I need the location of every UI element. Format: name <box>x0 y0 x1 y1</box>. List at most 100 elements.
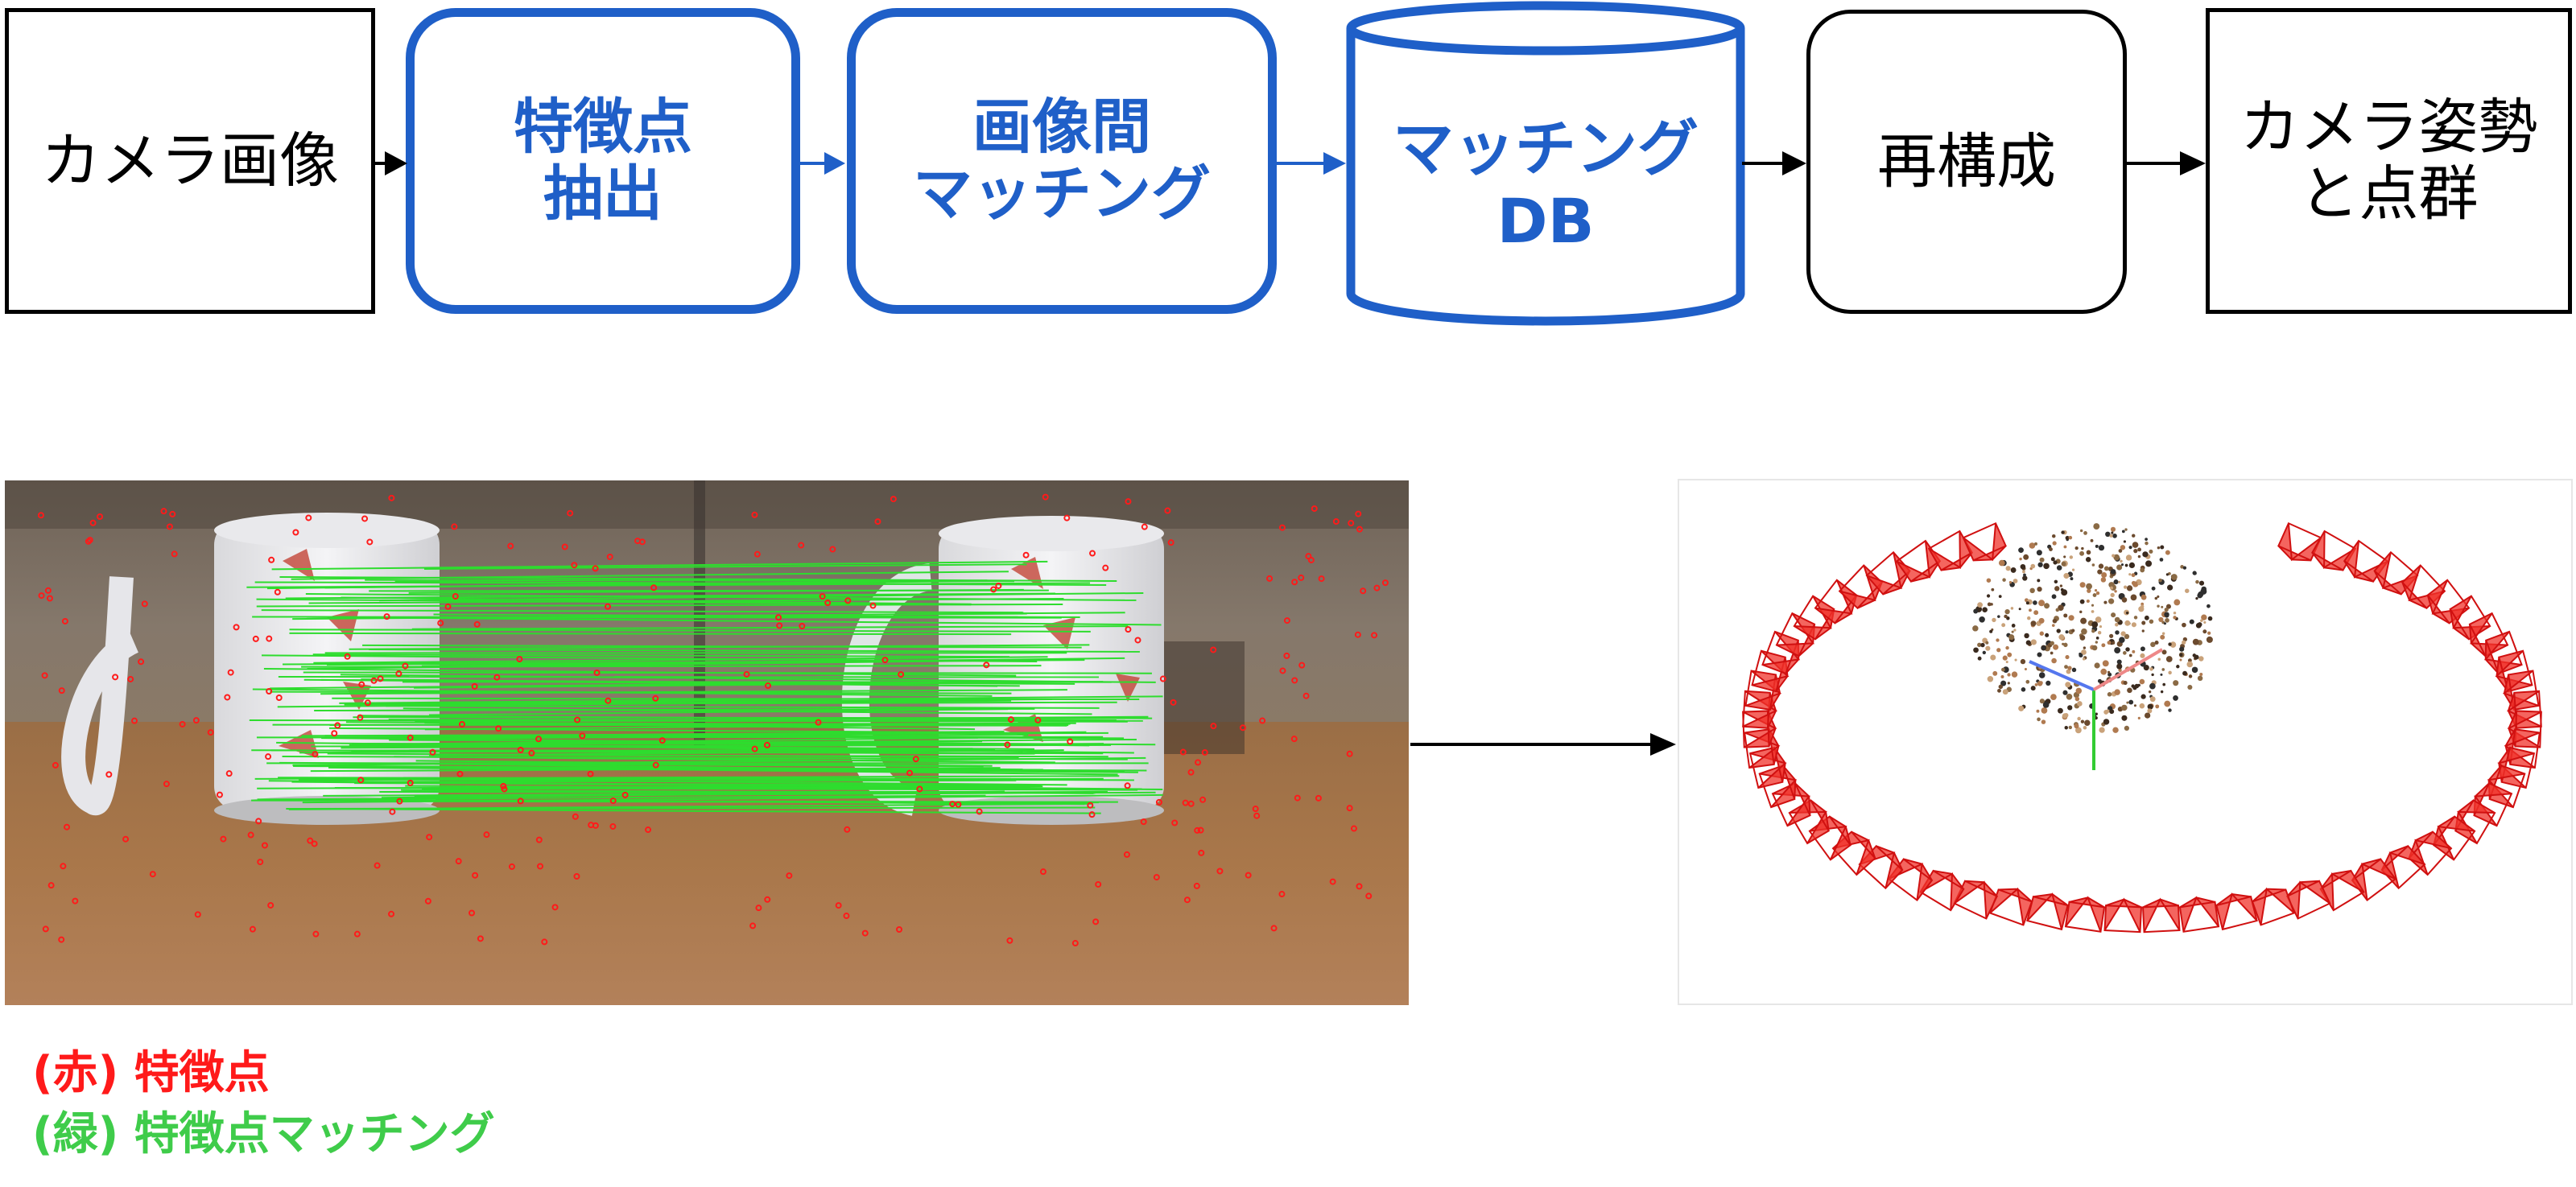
feature-point <box>579 732 586 740</box>
feature-point <box>1329 878 1336 885</box>
cloud-point <box>2079 729 2082 732</box>
cloud-point <box>2130 594 2137 601</box>
feature-point <box>1348 520 1355 527</box>
match-line <box>268 780 1030 789</box>
cloud-point <box>2185 588 2190 593</box>
cloud-point <box>2203 620 2207 624</box>
feature-point <box>292 529 299 536</box>
cloud-point <box>2037 587 2042 592</box>
cloud-point <box>2112 554 2116 558</box>
match-line <box>357 715 1117 721</box>
cloud-point <box>2030 563 2036 569</box>
cloud-point <box>2081 649 2087 655</box>
cloud-point <box>2030 639 2037 645</box>
cloud-point <box>2092 593 2097 597</box>
feature-point <box>388 910 395 917</box>
feature-point <box>72 897 79 905</box>
cloud-point <box>1985 645 1991 651</box>
feature-point <box>1087 802 1094 809</box>
feature-point <box>1318 575 1325 583</box>
cloud-point <box>2115 630 2120 635</box>
cloud-point <box>2007 682 2010 685</box>
camera-frustum <box>2064 896 2106 933</box>
cloud-point <box>2087 588 2091 593</box>
camera-images-label: カメラ画像 <box>41 126 339 196</box>
cloud-point <box>2174 599 2181 606</box>
feature-point <box>798 542 805 549</box>
cloud-point <box>2192 638 2199 645</box>
output-node: カメラ姿勢 と点群 <box>2206 8 2572 314</box>
feature-point <box>1278 524 1286 531</box>
cloud-point <box>2093 523 2100 530</box>
cloud-point <box>2123 540 2126 543</box>
feature-point <box>227 669 234 676</box>
cloud-point <box>2002 578 2006 582</box>
feature-point <box>1153 874 1160 881</box>
feature-point <box>1042 493 1049 501</box>
match-line <box>285 592 1055 600</box>
feature-point <box>1088 811 1096 818</box>
cloud-point <box>2149 667 2153 671</box>
feature-point <box>1007 716 1014 723</box>
cloud-point <box>2128 699 2134 705</box>
feature-point <box>1171 819 1179 826</box>
cloud-point <box>2041 707 2048 714</box>
match-line <box>421 657 1125 667</box>
cloud-point <box>2037 562 2043 567</box>
cloud-point <box>2192 571 2197 575</box>
cloud-point <box>2077 716 2081 721</box>
cloud-point <box>2022 570 2025 574</box>
match-line <box>314 707 1035 712</box>
cloud-point <box>2107 672 2112 677</box>
cloud-point <box>2011 671 2018 678</box>
feature-point <box>1315 794 1322 802</box>
feature-point <box>396 798 403 805</box>
feature-point <box>1253 812 1261 819</box>
feature-point <box>437 620 444 627</box>
feature-point <box>861 929 869 937</box>
cloud-point <box>2160 634 2165 640</box>
cloud-point <box>2068 725 2073 730</box>
cloud-point <box>2159 558 2164 562</box>
cloud-point <box>2145 560 2153 567</box>
feature-point <box>1216 868 1224 875</box>
cloud-point <box>1998 684 2004 690</box>
cloud-point <box>2061 561 2066 567</box>
cloud-point <box>2029 587 2035 594</box>
cloud-point <box>2007 652 2013 657</box>
cloud-point <box>2151 586 2156 591</box>
cloud-point <box>2024 668 2027 671</box>
feature-point <box>799 623 806 630</box>
match-line <box>307 660 972 670</box>
feature-point <box>179 720 186 727</box>
cloud-point <box>2100 668 2107 675</box>
cloud-point <box>2179 658 2182 662</box>
cloud-point <box>2008 580 2013 584</box>
cloud-point <box>2066 669 2071 674</box>
match-line <box>405 785 1037 790</box>
cloud-point <box>2158 578 2162 583</box>
feature-point <box>652 761 659 769</box>
cloud-point <box>2066 693 2073 700</box>
feature-point <box>874 518 881 525</box>
feature-point <box>261 842 268 849</box>
feature-point <box>1095 880 1102 888</box>
cloud-point <box>2039 631 2045 636</box>
cloud-point <box>2157 657 2161 662</box>
cloud-point <box>2143 665 2149 671</box>
cloud-point <box>2149 549 2153 554</box>
cloud-point <box>2101 571 2107 578</box>
feature-point <box>122 835 130 843</box>
camera-poses <box>1742 521 2542 934</box>
feature-point <box>551 904 559 911</box>
feature-point <box>1039 868 1046 876</box>
match-line <box>279 761 984 768</box>
cloud-point <box>2173 616 2177 620</box>
cloud-point <box>2112 533 2117 538</box>
feature-point <box>1022 551 1030 558</box>
feature-point <box>1167 539 1174 546</box>
matching-db-node: マッチング DB <box>1344 72 1747 298</box>
cloud-point <box>2055 608 2060 612</box>
feature-point <box>1159 675 1166 682</box>
cloud-point <box>2168 708 2172 712</box>
